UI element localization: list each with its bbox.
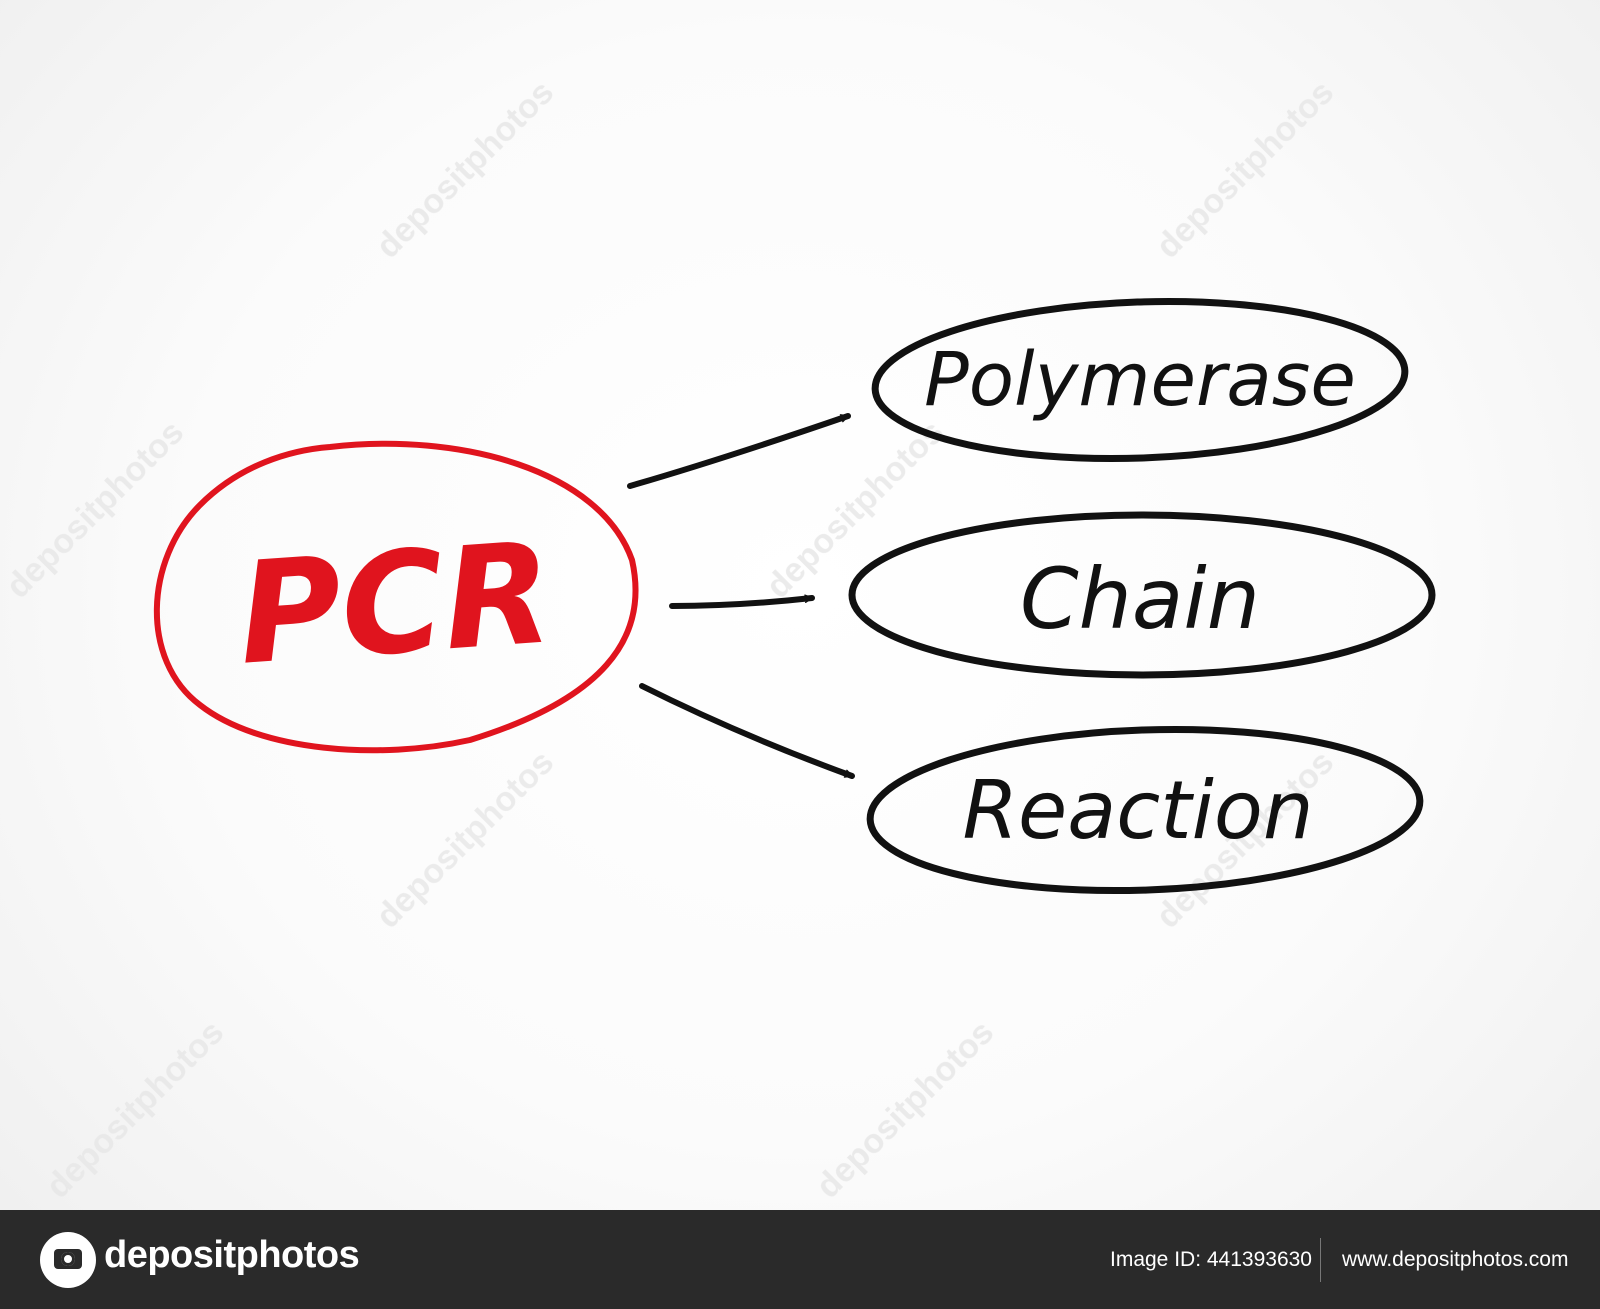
arrow-to-chain bbox=[669, 598, 815, 609]
lens-icon bbox=[61, 1252, 75, 1266]
pcr-node: PCR bbox=[153, 440, 639, 754]
pcr-ellipse bbox=[153, 440, 639, 754]
chain-node: Chain bbox=[848, 511, 1436, 679]
arrow-to-reaction bbox=[639, 683, 855, 779]
chain-ellipse bbox=[848, 511, 1436, 679]
reaction-label: Reaction bbox=[962, 764, 1313, 857]
arrow-to-polymerase bbox=[627, 413, 851, 489]
footer-bar: depositphotos Image ID: 441393630 www.de… bbox=[0, 1210, 1600, 1309]
reaction-node: Reaction bbox=[866, 725, 1424, 895]
logo-text[interactable]: depositphotos bbox=[104, 1234, 360, 1276]
pcr-label: PCR bbox=[233, 512, 557, 696]
footer-divider bbox=[1320, 1238, 1321, 1282]
polymerase-ellipse bbox=[871, 298, 1409, 462]
polymerase-node: Polymerase bbox=[871, 298, 1409, 462]
polymerase-label: Polymerase bbox=[924, 337, 1356, 423]
chain-label: Chain bbox=[1020, 550, 1260, 648]
image-id: Image ID: 441393630 bbox=[1110, 1248, 1312, 1271]
site-url-link[interactable]: www.depositphotos.com bbox=[1342, 1248, 1569, 1271]
acronym-diagram: PCR Polymerase Chain Reaction bbox=[153, 298, 1436, 895]
reaction-ellipse bbox=[866, 725, 1424, 895]
depositphotos-logo-icon[interactable] bbox=[40, 1232, 96, 1288]
